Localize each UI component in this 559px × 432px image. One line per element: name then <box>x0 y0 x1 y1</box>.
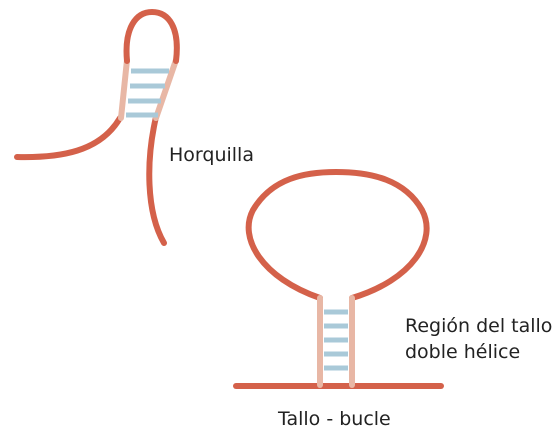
hairpin-left-tail <box>17 118 120 157</box>
stem-loop-loop <box>249 172 427 298</box>
hairpin-right-tail <box>149 117 164 243</box>
hairpin-stem-left <box>121 60 127 118</box>
hairpin-loop <box>127 12 177 61</box>
stem-region-label-line2: doble hélice <box>405 339 552 365</box>
hairpin-label: Horquilla <box>169 142 254 168</box>
stem-loop-label: Tallo - bucle <box>278 406 391 432</box>
stem-region-label: Región del tallo doble hélice <box>405 313 552 365</box>
hairpin-structure <box>17 12 177 243</box>
stem-region-label-line1: Región del tallo <box>405 313 552 339</box>
